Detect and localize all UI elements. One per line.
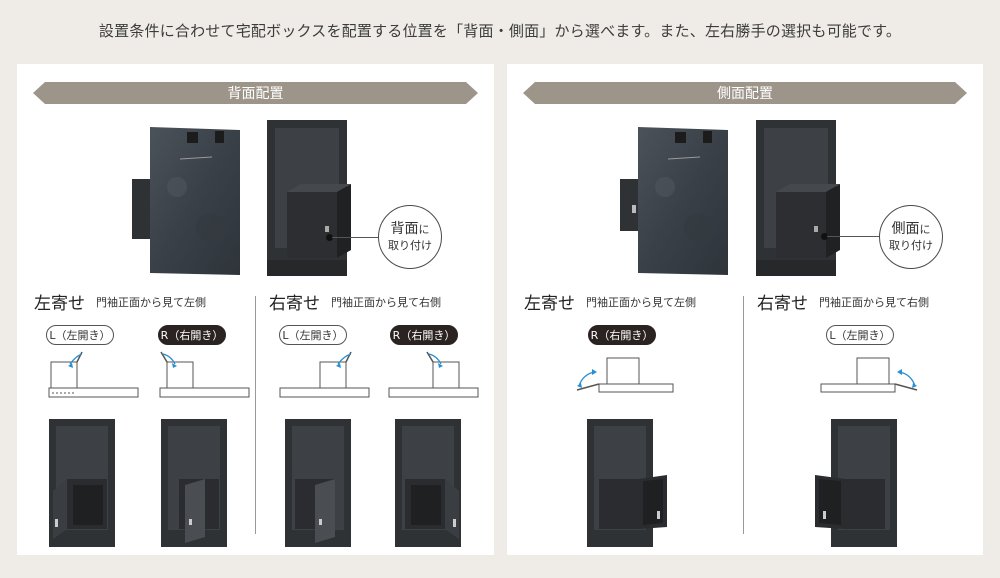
side-placement-banner: 側面配置 <box>523 82 967 104</box>
side-mount-callout: 側面に 取り付け <box>879 205 943 269</box>
stone-pillar-side-image <box>620 127 728 275</box>
group-subtitle-left: 門袖正面から見て左側 <box>96 296 206 309</box>
plan-diagram-back-left-l <box>48 351 139 398</box>
option-l-left-hinge: L（左開き） <box>279 325 347 345</box>
group-title-right: 右寄せ <box>757 294 808 314</box>
product-back-left-r <box>161 419 227 547</box>
option-r-right-hinge: R（右開き） <box>158 325 226 345</box>
back-mount-callout: 背面に 取り付け <box>378 205 442 269</box>
stone-pillar-back-image <box>132 127 240 275</box>
group-title-left: 左寄せ <box>34 294 85 314</box>
back-placement-banner: 背面配置 <box>33 82 478 104</box>
group-subtitle-left: 門袖正面から見て左側 <box>586 296 696 309</box>
callout-leader-line <box>827 236 881 237</box>
option-l-left-hinge: L（左開き） <box>826 325 894 345</box>
group-subtitle-right: 門袖正面から見て右側 <box>331 296 441 309</box>
option-r-right-hinge: R（右開き） <box>588 325 656 345</box>
plan-diagram-side-left-r <box>576 357 674 393</box>
plan-diagram-back-right-l <box>279 351 370 398</box>
product-side-left-r <box>587 419 667 547</box>
plan-diagram-back-left-r <box>159 351 250 398</box>
back-mounted-box-image <box>267 120 351 276</box>
mount-point-dot <box>821 233 828 240</box>
option-l-left-hinge: L（左開き） <box>46 325 114 345</box>
callout-leader-line <box>332 237 390 238</box>
side-mounted-box-image <box>756 120 840 276</box>
group-title-right: 右寄せ <box>269 294 320 314</box>
group-title-left: 左寄せ <box>524 294 575 314</box>
side-placement-panel: 側面配置 側面に 取り付け 左寄せ 門袖正面から見て左側 R（右開き） <box>507 64 983 555</box>
product-back-right-r <box>395 419 461 547</box>
mount-point-dot <box>326 234 333 241</box>
product-back-right-l <box>285 419 351 547</box>
group-divider <box>743 296 744 534</box>
plan-diagram-back-right-r <box>388 351 479 398</box>
group-subtitle-right: 門袖正面から見て右側 <box>819 296 929 309</box>
intro-text: 設置条件に合わせて宅配ボックスを配置する位置を「背面・側面」から選べます。また、… <box>98 22 902 40</box>
option-r-right-hinge: R（右開き） <box>390 325 458 345</box>
plan-diagram-side-right-l <box>820 357 918 393</box>
group-divider <box>255 296 256 534</box>
back-placement-panel: 背面配置 背面に 取り付け 左寄せ 門袖正面から見て左側 L（左開き） R（右開… <box>17 64 494 555</box>
product-side-right-l <box>815 419 897 547</box>
product-back-left-l <box>49 419 115 547</box>
